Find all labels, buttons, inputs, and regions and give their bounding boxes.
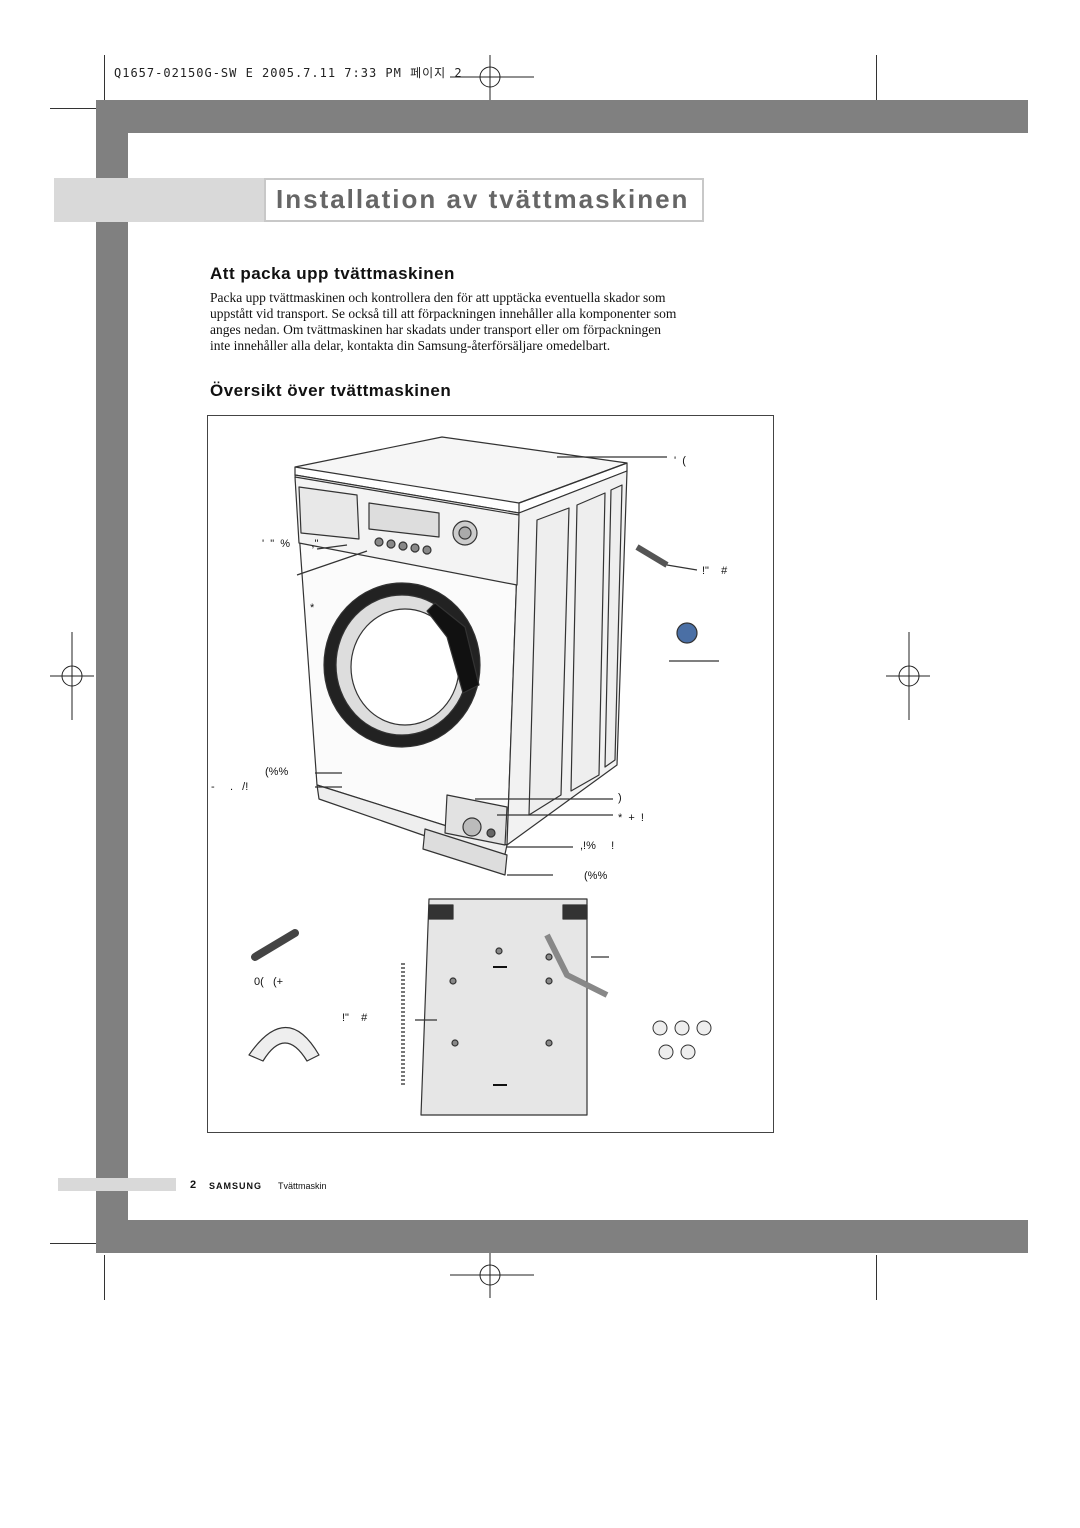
section-heading-overview: Översikt över tvättmaskinen <box>210 381 452 400</box>
page-title: Installation av tvättmaskinen <box>276 184 690 214</box>
label-top-cover: ' ( <box>674 455 686 467</box>
label-left-1: (%% <box>265 766 289 778</box>
unpack-paragraph: Packa upp tvättmaskinen och kontrollera … <box>210 290 790 354</box>
crop-mark <box>876 55 877 100</box>
crop-mark <box>876 1255 877 1300</box>
cap-icons <box>652 1020 712 1060</box>
label-detergent-drawer: ' " % ," <box>262 538 319 550</box>
page-number: 2 <box>190 1179 197 1191</box>
label-drain-hose: !" # <box>342 1012 368 1024</box>
paragraph-line: uppstått vid transport. Se också till at… <box>210 306 677 321</box>
label-bottom-2: * + ! <box>618 812 644 824</box>
title-box <box>264 178 704 222</box>
section-heading-unpack: Att packa upp tvättmaskinen <box>210 264 455 283</box>
footer-tab <box>58 1178 176 1191</box>
paragraph-line: inte innehåller alla delar, kontakta din… <box>210 338 611 353</box>
product-name: Tvättmaskin <box>278 1181 327 1191</box>
label-bottom-4: (%% <box>584 870 608 882</box>
label-wrench: 0( (+ <box>254 976 284 988</box>
top-band <box>96 100 1028 133</box>
label-bottom-1: ) <box>618 792 622 804</box>
brand-name: SAMSUNG <box>209 1181 263 1191</box>
label-door: * <box>310 602 315 614</box>
label-hose: !" # <box>702 565 728 577</box>
label-bottom-3: ,!% ! <box>580 840 615 852</box>
crop-mark <box>50 1243 96 1244</box>
paragraph-line: Packa upp tvättmaskinen och kontrollera … <box>210 290 666 305</box>
washing-machine-illustration <box>248 436 719 1116</box>
paragraph-line: anges nedan. Om tvättmaskinen har skadat… <box>210 322 661 337</box>
crop-mark <box>50 108 96 109</box>
crop-mark <box>104 55 105 100</box>
print-header: Q1657-02150G-SW E 2005.7.11 7:33 PM 페이지 … <box>114 66 463 80</box>
left-band <box>96 100 128 1253</box>
title-tab <box>54 178 264 222</box>
crop-mark <box>104 1255 105 1300</box>
label-left-2: - . /! <box>211 781 249 793</box>
bottom-band <box>96 1220 1028 1253</box>
